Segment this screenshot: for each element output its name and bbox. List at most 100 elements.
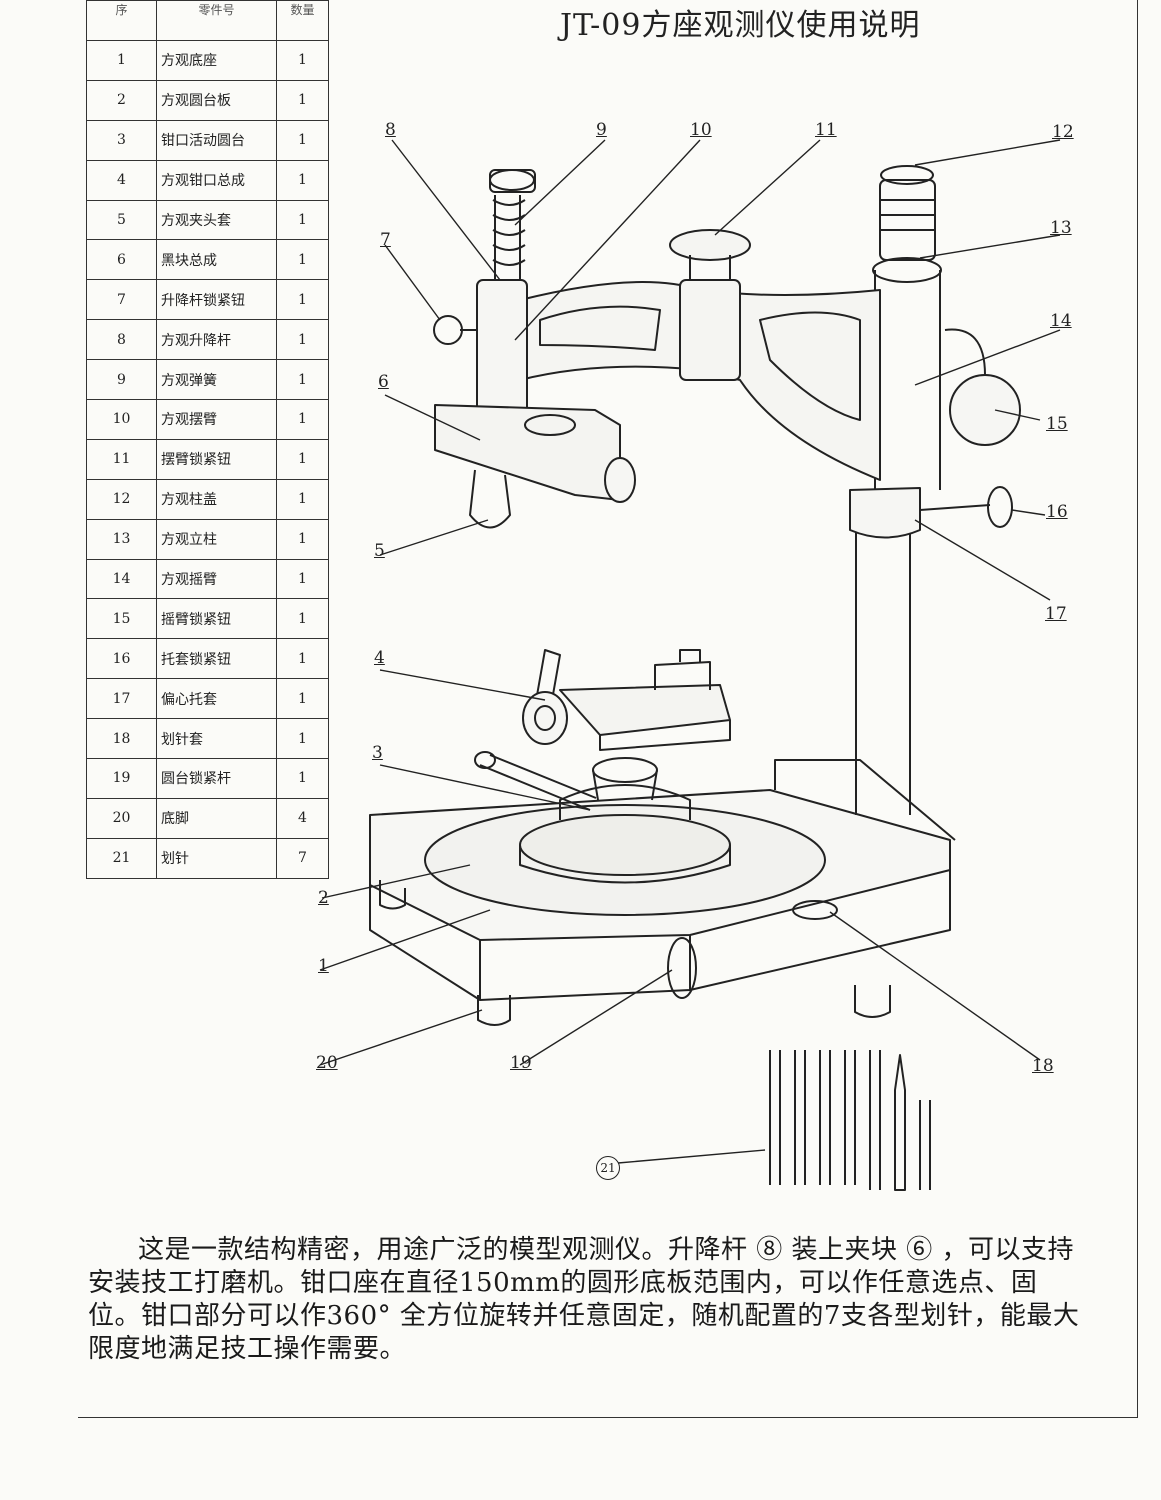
callout-3: 3 xyxy=(372,743,383,763)
header-qty: 数量 xyxy=(276,0,329,41)
callout-21: 21 xyxy=(596,1156,620,1180)
instrument-drawing xyxy=(319,139,1061,1191)
callout-11: 11 xyxy=(815,120,837,140)
cell-name: 底脚 xyxy=(156,797,277,839)
cell-name: 圆台锁紧杆 xyxy=(156,758,277,799)
cell-num: 8 xyxy=(86,319,157,361)
callout-16: 16 xyxy=(1046,502,1068,522)
cell-num: 12 xyxy=(86,478,157,520)
cell-name: 划针 xyxy=(156,837,277,879)
cell-name: 方观底座 xyxy=(156,40,277,81)
callout-18: 18 xyxy=(1032,1056,1054,1076)
lock-lever xyxy=(479,754,597,811)
cell-name: 黑块总成 xyxy=(156,239,277,281)
callout-8: 8 xyxy=(385,120,396,140)
callout-20: 20 xyxy=(316,1053,338,1073)
cell-name: 托套锁紧钮 xyxy=(156,638,277,680)
cell-name: 方观钳口总成 xyxy=(156,159,277,201)
cell-num: 18 xyxy=(86,718,157,760)
cell-qty: 1 xyxy=(276,359,329,401)
cell-qty: 1 xyxy=(276,438,329,480)
cell-qty: 1 xyxy=(276,678,329,720)
cell-num: 15 xyxy=(86,598,157,640)
cell-qty: 1 xyxy=(276,558,329,600)
table-header-row: 序 零件号 数量 xyxy=(86,0,329,41)
callout-17: 17 xyxy=(1045,604,1067,624)
cell-qty: 1 xyxy=(276,478,329,520)
callout-4: 4 xyxy=(374,648,385,668)
cell-qty: 1 xyxy=(276,518,329,560)
cell-qty: 1 xyxy=(276,638,329,680)
cell-qty: 1 xyxy=(276,159,329,201)
vise-assembly xyxy=(522,649,731,751)
callout-15: 15 xyxy=(1046,414,1068,434)
header-part-name: 零件号 xyxy=(156,0,277,41)
cell-num: 13 xyxy=(86,518,157,560)
document-title: JT-09方座观测仪使用说明 xyxy=(560,8,921,43)
cell-qty: 4 xyxy=(276,797,329,839)
callout-6: 6 xyxy=(378,372,389,392)
cell-qty: 1 xyxy=(276,119,329,161)
foot-left xyxy=(379,880,406,910)
swing-arm xyxy=(519,229,881,481)
cell-name: 方观圆台板 xyxy=(156,79,277,121)
scribers xyxy=(769,1050,931,1191)
column xyxy=(849,165,1013,815)
cell-qty: 1 xyxy=(276,40,329,81)
lift-rod xyxy=(433,169,536,421)
cell-num: 11 xyxy=(86,438,157,480)
cell-name: 偏心托套 xyxy=(156,678,277,720)
cell-num: 17 xyxy=(86,678,157,720)
description-text: 这是一款结构精密，用途广泛的模型观测仪。升降杆 ⑧ 装上夹块 ⑥ ，可以支持安装… xyxy=(88,1235,1080,1364)
cell-name: 方观摆臂 xyxy=(156,399,277,440)
cell-qty: 1 xyxy=(276,239,329,281)
cell-qty: 1 xyxy=(276,199,329,241)
cell-name: 方观弹簧 xyxy=(156,359,277,401)
foot-front xyxy=(477,995,511,1026)
cell-num: 10 xyxy=(86,399,157,440)
callout-7: 7 xyxy=(380,230,391,250)
cell-qty: 7 xyxy=(276,837,329,879)
cell-num: 1 xyxy=(86,40,157,81)
leader-lines xyxy=(319,139,1061,1164)
cell-qty: 1 xyxy=(276,279,329,321)
callout-5: 5 xyxy=(374,541,385,561)
cell-qty: 1 xyxy=(276,718,329,760)
header-num: 序 xyxy=(86,0,157,41)
cell-name: 方观摇臂 xyxy=(156,558,277,600)
cell-num: 7 xyxy=(86,279,157,321)
cell-name: 钳口活动圆台 xyxy=(156,119,277,161)
cell-name: 方观立柱 xyxy=(156,518,277,560)
callout-1: 1 xyxy=(318,956,329,976)
callout-14: 14 xyxy=(1050,311,1072,331)
cell-qty: 1 xyxy=(276,399,329,440)
callout-10: 10 xyxy=(690,120,712,140)
cell-name: 方观夹头套 xyxy=(156,199,277,241)
callout-19: 19 xyxy=(510,1053,532,1073)
callout-2: 2 xyxy=(318,888,329,908)
rocker-knob xyxy=(949,374,1021,446)
cell-qty: 1 xyxy=(276,79,329,121)
callout-12: 12 xyxy=(1052,122,1074,142)
block xyxy=(434,404,636,529)
cell-num: 3 xyxy=(86,119,157,161)
cell-name: 摆臂锁紧钮 xyxy=(156,438,277,480)
callout-9: 9 xyxy=(596,120,607,140)
page-frame xyxy=(78,0,1138,1418)
